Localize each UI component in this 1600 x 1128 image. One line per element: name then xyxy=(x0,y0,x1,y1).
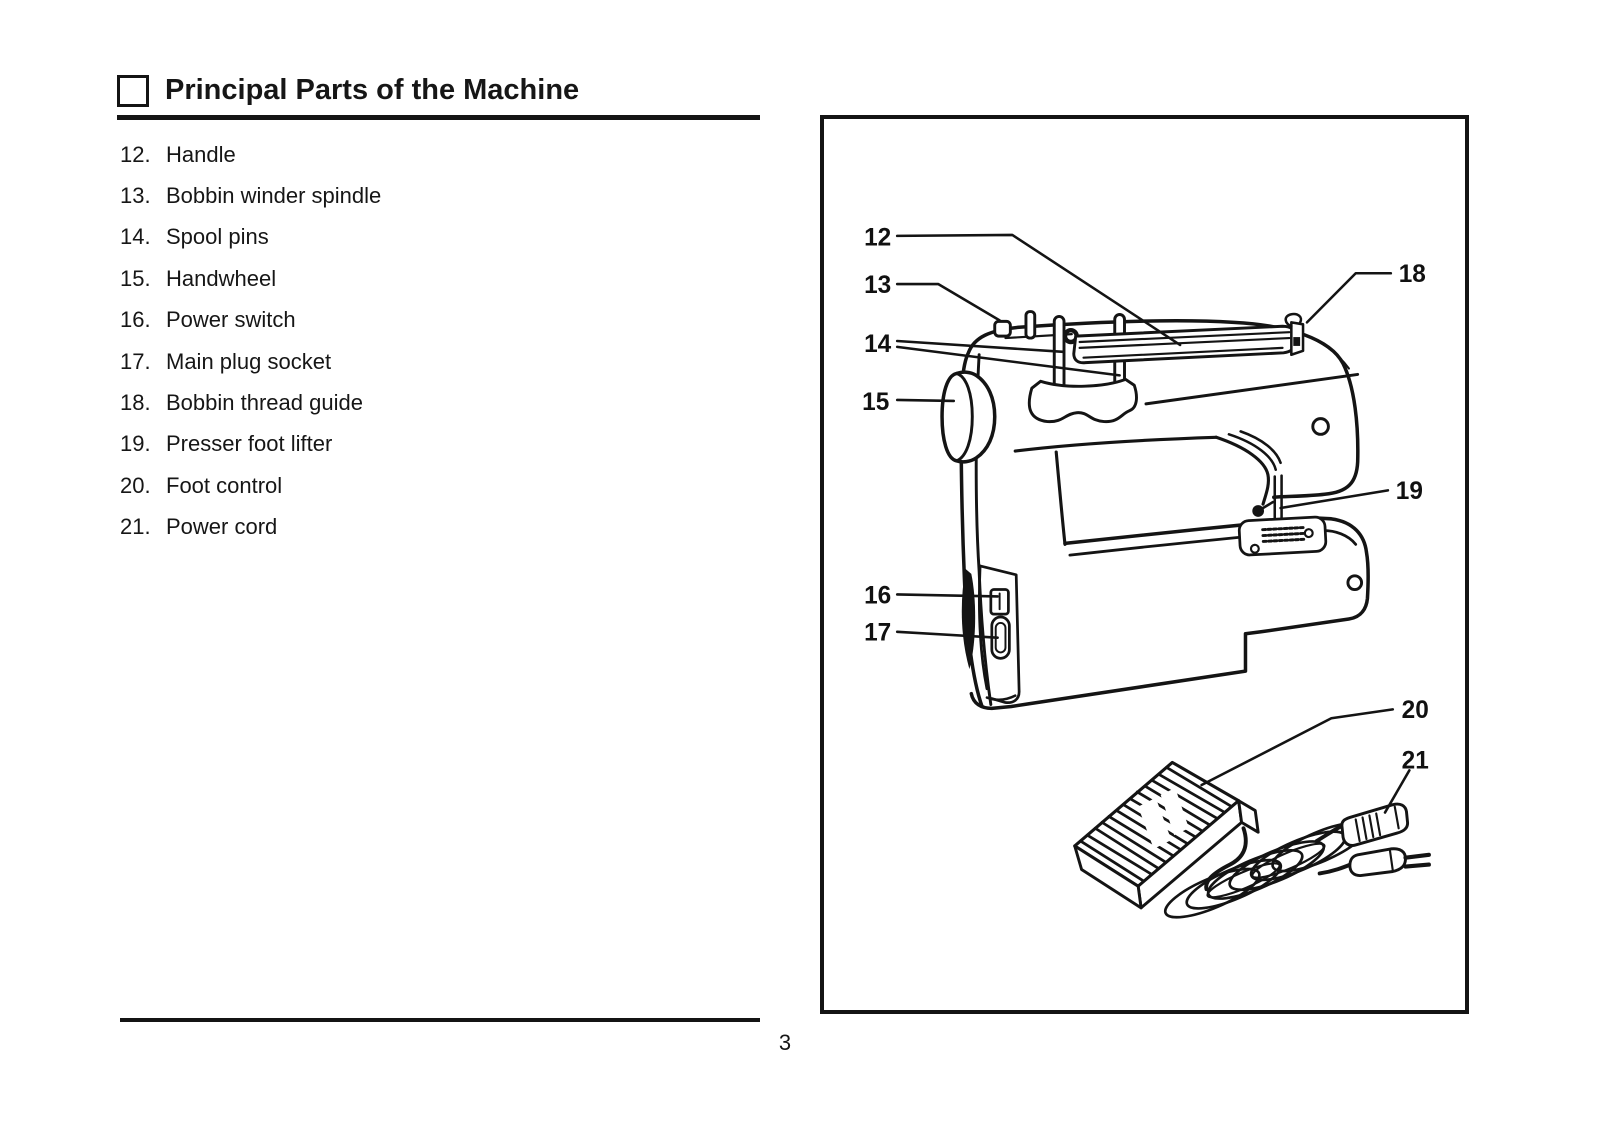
item-number: 15. xyxy=(120,265,151,291)
section-checkbox-icon xyxy=(117,74,149,107)
list-item: 16. Power switch xyxy=(120,300,381,341)
callout-18: 18 xyxy=(1399,261,1426,288)
callout-14: 14 xyxy=(864,331,892,358)
footer-rule xyxy=(120,1018,760,1022)
item-label: Power cord xyxy=(166,514,278,540)
item-number: 12. xyxy=(120,141,151,167)
power-panel-drawing xyxy=(961,564,1021,705)
callout-16: 16 xyxy=(864,582,891,609)
needle-area-drawing xyxy=(1237,474,1328,557)
callout-13: 13 xyxy=(864,272,891,299)
list-item: 18. Bobbin thread guide xyxy=(120,382,381,423)
list-item: 14. Spool pins xyxy=(120,217,381,258)
foot-control-drawing xyxy=(1073,760,1260,910)
item-number: 14. xyxy=(120,224,151,250)
item-label: Handwheel xyxy=(166,265,277,291)
item-number: 21. xyxy=(120,514,151,540)
callout-12: 12 xyxy=(864,225,891,252)
list-item: 12. Handle xyxy=(120,134,381,175)
spool-pins-drawing xyxy=(1027,313,1138,424)
parts-list: 12. Handle 13. Bobbin winder spindle 14. Sp… xyxy=(120,134,381,548)
item-number: 20. xyxy=(120,472,151,498)
item-number: 13. xyxy=(120,183,151,209)
section-header: Principal Parts of the Machine xyxy=(117,74,760,120)
item-number: 19. xyxy=(120,431,151,457)
bobbin-thread-guide-drawing xyxy=(1284,312,1305,357)
list-item: 17. Main plug socket xyxy=(120,341,381,382)
item-label: Main plug socket xyxy=(166,348,332,374)
list-item: 15. Handwheel xyxy=(120,258,381,299)
handwheel-drawing xyxy=(940,370,997,464)
callout-15: 15 xyxy=(862,389,889,416)
item-label: Bobbin thread guide xyxy=(166,390,363,416)
item-number: 18. xyxy=(120,390,151,416)
plug-prongs xyxy=(1403,852,1431,869)
callout-20: 20 xyxy=(1402,697,1429,724)
power-cord-drawing xyxy=(1163,802,1431,919)
page-number: 3 xyxy=(778,1030,792,1055)
machine-plug-drawing xyxy=(1340,802,1410,847)
needle-plate-drawing xyxy=(1237,515,1328,557)
callout-21: 21 xyxy=(1402,747,1429,774)
item-label: Handle xyxy=(166,141,236,167)
page-title: Principal Parts of the Machine xyxy=(165,74,580,106)
machine-body-drawing xyxy=(959,319,1370,711)
item-label: Presser foot lifter xyxy=(166,431,333,457)
list-item: 21. Power cord xyxy=(120,507,381,548)
title-underline xyxy=(117,115,760,120)
item-label: Power switch xyxy=(166,307,296,333)
list-item: 20. Foot control xyxy=(120,465,381,506)
callout-leader-lines xyxy=(895,233,1411,814)
item-label: Bobbin winder spindle xyxy=(166,183,382,209)
list-item: 13. Bobbin winder spindle xyxy=(120,175,381,216)
presser-foot-lifter-knob xyxy=(1252,505,1265,517)
diagram-frame: 12 13 14 15 16 17 18 19 20 21 xyxy=(820,115,1469,1014)
item-number: 17. xyxy=(120,348,151,374)
item-label: Foot control xyxy=(166,472,283,498)
sewing-machine-diagram: 12 13 14 15 16 17 18 19 20 21 xyxy=(862,225,1431,919)
item-number: 16. xyxy=(120,307,151,333)
wall-plug-drawing xyxy=(1348,847,1431,877)
bobbin-winder-drawing xyxy=(993,310,1079,345)
list-item: 19. Presser foot lifter xyxy=(120,424,381,465)
callout-17: 17 xyxy=(864,620,891,647)
callout-19: 19 xyxy=(1396,478,1423,505)
item-label: Spool pins xyxy=(166,224,269,250)
